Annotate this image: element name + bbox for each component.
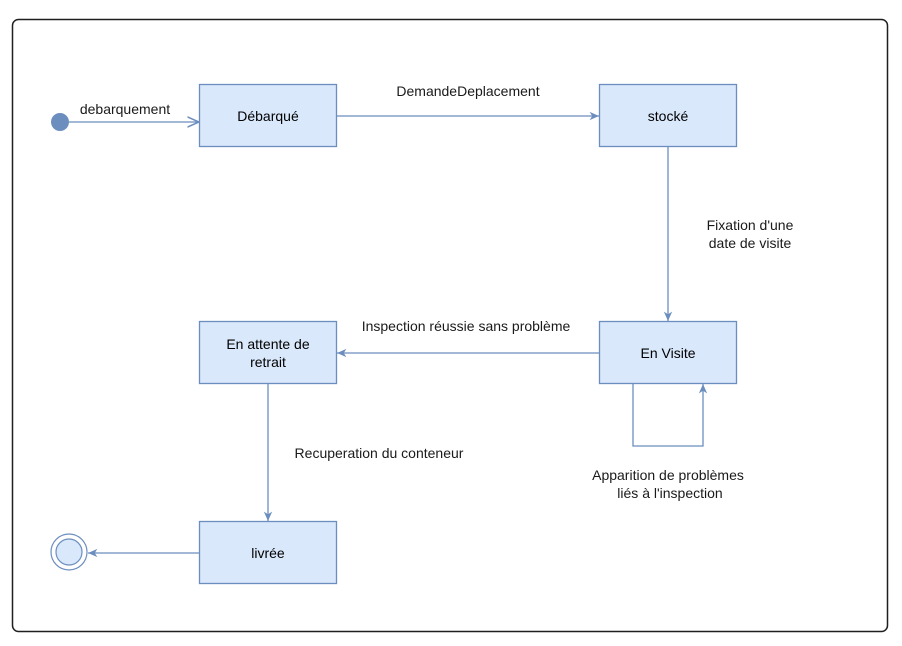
state-livree: livrée — [198, 520, 338, 585]
state-en-visite-label: En Visite — [641, 345, 696, 361]
state-en-attente-de-retrait: En attente de retrait — [198, 320, 338, 385]
label-fixation-line1: Fixation d'une — [707, 217, 794, 233]
label-debarquement: debarquement — [80, 101, 170, 117]
state-en-attente-label-line2: retrait — [250, 354, 286, 370]
state-debarque-label: Débarqué — [237, 108, 299, 124]
label-recuperation: Recuperation du conteneur — [295, 445, 464, 461]
state-livree-label: livrée — [251, 545, 285, 561]
state-stocke-label: stocké — [648, 108, 689, 124]
diagram-frame — [11, 18, 889, 633]
state-stocke: stocké — [598, 83, 738, 148]
label-inspection-reussie: Inspection réussie sans problème — [362, 318, 571, 334]
state-debarque: Débarqué — [198, 83, 338, 148]
state-en-attente-label-line1: En attente de — [226, 336, 310, 352]
label-fixation-line2: date de visite — [709, 235, 792, 251]
state-en-visite: En Visite — [598, 320, 738, 385]
initial-state-node — [51, 113, 69, 131]
label-demande-deplacement: DemandeDeplacement — [396, 83, 539, 99]
final-state-node — [50, 533, 88, 571]
edge-self-loop-apparition — [632, 384, 708, 447]
label-apparition-line2: liés à l'inspection — [617, 485, 722, 501]
label-apparition-line1: Apparition de problèmes — [592, 467, 744, 483]
